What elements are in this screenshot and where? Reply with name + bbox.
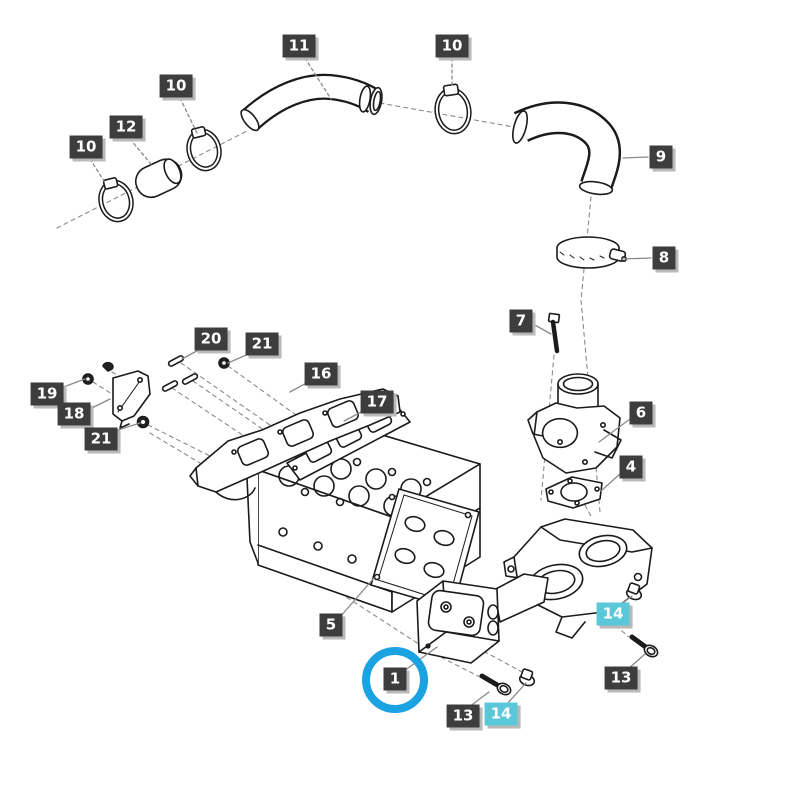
part-label-13[interactable]: 13 <box>604 666 638 690</box>
throttle-body-6-drawing <box>527 373 622 474</box>
nut-19-drawing <box>82 361 114 385</box>
part-label-10[interactable]: 10 <box>69 135 103 159</box>
part-label-16[interactable]: 16 <box>304 362 338 386</box>
elbow-hose-9-drawing <box>512 101 622 196</box>
part-label-19[interactable]: 19 <box>30 382 64 406</box>
highlight-circle <box>362 647 428 713</box>
part-label-18[interactable]: 18 <box>57 402 91 426</box>
part-label-9[interactable]: 9 <box>649 145 673 169</box>
nut-14-left-drawing <box>518 668 536 687</box>
hose-sleeve-12-drawing <box>134 158 183 199</box>
part-label-20[interactable]: 20 <box>194 327 228 351</box>
part-label-6[interactable]: 6 <box>629 401 653 425</box>
bolt-7-drawing <box>547 312 561 354</box>
part-label-13[interactable]: 13 <box>446 704 480 728</box>
nut-21-bottom-drawing <box>136 415 150 429</box>
part-label-14[interactable]: 14 <box>484 702 518 726</box>
part-label-11[interactable]: 11 <box>282 34 316 58</box>
band-clamp-8-drawing <box>556 236 627 269</box>
part-label-5[interactable]: 5 <box>319 613 343 637</box>
hose-clamp-10-mid-drawing <box>186 126 222 172</box>
part-label-21[interactable]: 21 <box>84 427 118 451</box>
intercooler-hose-11-drawing <box>240 73 383 132</box>
part-label-12[interactable]: 12 <box>109 115 143 139</box>
hose-clamp-10-left-drawing <box>98 177 134 223</box>
part-label-10[interactable]: 10 <box>159 74 193 98</box>
bracket-18-drawing <box>112 370 151 429</box>
part-label-14[interactable]: 14 <box>596 602 630 626</box>
part-label-7[interactable]: 7 <box>509 309 533 333</box>
hose-clamp-10-top-drawing <box>434 83 472 135</box>
intake-plenum-drawing <box>503 518 653 639</box>
bolt-13-left-drawing <box>479 673 512 696</box>
part-label-21[interactable]: 21 <box>245 332 279 356</box>
studs-20-drawing <box>161 355 199 392</box>
part-label-8[interactable]: 8 <box>652 246 676 270</box>
part-label-4[interactable]: 4 <box>619 455 643 479</box>
part-label-17[interactable]: 17 <box>360 390 394 414</box>
cylinder-head-drawing <box>246 425 481 613</box>
manifold-gasket-5-drawing <box>370 488 480 610</box>
part-label-10[interactable]: 10 <box>435 34 469 58</box>
lower-manifold-1-drawing <box>416 573 549 664</box>
part-label-1[interactable]: 1 <box>383 667 407 691</box>
bolt-13-right-drawing <box>629 634 659 658</box>
throttle-gasket-4-drawing <box>545 476 603 509</box>
